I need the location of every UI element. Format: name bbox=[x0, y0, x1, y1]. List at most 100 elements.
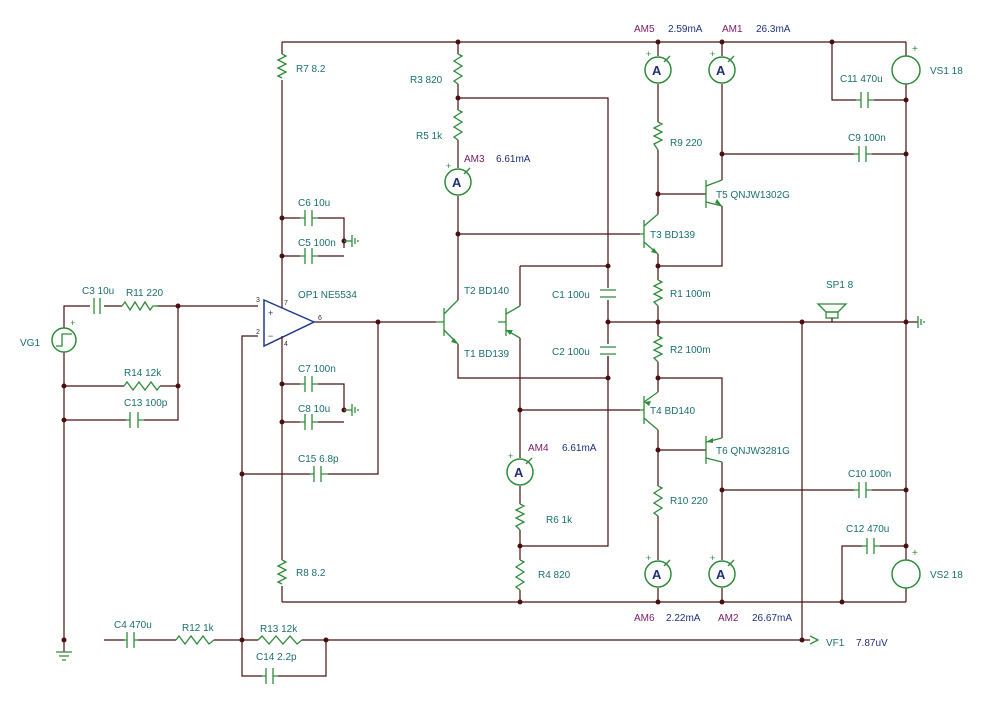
c1-capacitor[interactable] bbox=[600, 289, 616, 298]
vf1-voltage-probe[interactable] bbox=[809, 635, 820, 645]
r7-label: R7 8.2 bbox=[296, 64, 326, 75]
c2-label: C2 100u bbox=[552, 347, 590, 358]
am1-ammeter[interactable]: A + bbox=[708, 49, 736, 84]
r6-resistor[interactable] bbox=[514, 503, 526, 531]
c5-capacitor[interactable] bbox=[300, 248, 318, 264]
r11-label: R11 220 bbox=[126, 288, 164, 299]
svg-text:+: + bbox=[268, 308, 273, 318]
r7-resistor[interactable] bbox=[276, 53, 288, 79]
am3-value: 6.61mA bbox=[496, 154, 531, 165]
r3-resistor[interactable] bbox=[452, 53, 464, 85]
ground-icon bbox=[56, 651, 72, 661]
sp1-speaker[interactable] bbox=[816, 303, 848, 322]
svg-text:+: + bbox=[508, 451, 513, 461]
t5-transistor[interactable] bbox=[705, 179, 723, 208]
r1-label: R1 100m bbox=[670, 289, 711, 300]
t5-label: T5 QNJW1302G bbox=[716, 190, 790, 201]
r9-label: R9 220 bbox=[670, 138, 703, 149]
t1-label: T1 BD139 bbox=[464, 349, 509, 360]
r4-resistor[interactable] bbox=[514, 559, 526, 591]
op1-pin3: 3 bbox=[256, 297, 260, 304]
am4-name: AM4 bbox=[528, 443, 549, 454]
am1-value: 26.3mA bbox=[756, 24, 791, 35]
op1-label: OP1 NE5534 bbox=[298, 290, 357, 301]
svg-text:−: − bbox=[268, 331, 273, 341]
svg-text:+: + bbox=[912, 44, 918, 55]
am2-glyph: A bbox=[716, 567, 726, 582]
c1-label: C1 100u bbox=[552, 290, 590, 301]
vs1-voltage-source[interactable]: + bbox=[891, 44, 921, 85]
am3-ammeter[interactable]: A + bbox=[444, 161, 472, 196]
c12-capacitor[interactable] bbox=[862, 538, 880, 554]
capacitors bbox=[93, 92, 880, 684]
c11-label: C11 470u bbox=[840, 74, 883, 85]
transistors bbox=[436, 179, 723, 464]
ground-symbols bbox=[56, 235, 925, 661]
c14-capacitor[interactable] bbox=[262, 668, 278, 684]
r14-label: R14 12k bbox=[124, 368, 162, 379]
op1-opamp[interactable]: + − bbox=[263, 298, 316, 348]
op1-pin7: 7 bbox=[284, 300, 288, 307]
r11-resistor[interactable] bbox=[121, 300, 158, 312]
c10-label: C10 100n bbox=[848, 469, 891, 480]
am5-ammeter[interactable]: A + bbox=[644, 49, 672, 84]
t2-transistor[interactable] bbox=[498, 305, 521, 339]
r12-label: R12 1k bbox=[182, 623, 215, 634]
op1-pin2: 2 bbox=[256, 329, 260, 336]
t6-label: T6 QNJW3281G bbox=[716, 446, 790, 457]
op1-pin6: 6 bbox=[318, 315, 322, 322]
am5-glyph: A bbox=[652, 63, 662, 78]
am4-value: 6.61mA bbox=[562, 443, 597, 454]
r9-resistor[interactable] bbox=[652, 121, 664, 151]
c6-capacitor[interactable] bbox=[300, 210, 318, 226]
c7-capacitor[interactable] bbox=[300, 376, 318, 392]
c14-label: C14 2.2p bbox=[256, 652, 297, 663]
t4-transistor[interactable] bbox=[640, 391, 659, 431]
c13-capacitor[interactable] bbox=[126, 412, 144, 428]
r2-resistor[interactable] bbox=[652, 335, 664, 363]
r1-resistor[interactable] bbox=[652, 279, 664, 307]
c11-capacitor[interactable] bbox=[856, 92, 874, 108]
svg-text:+: + bbox=[710, 49, 715, 59]
c2-capacitor[interactable] bbox=[600, 346, 616, 355]
wires bbox=[63, 41, 918, 677]
vs2-voltage-source[interactable]: + bbox=[891, 548, 921, 589]
vs1-label: VS1 18 bbox=[930, 66, 963, 77]
vg1-label: VG1 bbox=[20, 338, 40, 349]
c15-capacitor[interactable] bbox=[310, 466, 328, 482]
r5-resistor[interactable] bbox=[452, 109, 464, 141]
c9-capacitor[interactable] bbox=[854, 146, 872, 162]
c4-capacitor[interactable] bbox=[124, 632, 138, 648]
am6-glyph: A bbox=[652, 567, 662, 582]
c10-capacitor[interactable] bbox=[854, 482, 872, 498]
am5-name: AM5 bbox=[634, 24, 655, 35]
t6-transistor[interactable] bbox=[705, 436, 723, 464]
r2-label: R2 100m bbox=[670, 345, 711, 356]
am4-ammeter[interactable]: A + bbox=[506, 451, 534, 486]
c7-label: C7 100n bbox=[298, 364, 336, 375]
am2-ammeter[interactable]: A + bbox=[708, 553, 736, 588]
junctions bbox=[61, 39, 909, 643]
t1-transistor[interactable] bbox=[436, 299, 459, 345]
t3-transistor[interactable] bbox=[640, 213, 659, 255]
c3-capacitor[interactable] bbox=[93, 298, 101, 314]
r13-resistor[interactable] bbox=[257, 635, 303, 645]
c8-capacitor[interactable] bbox=[300, 414, 318, 430]
op1-pin4: 4 bbox=[284, 341, 288, 348]
r12-resistor[interactable] bbox=[175, 634, 215, 646]
r8-label: R8 8.2 bbox=[296, 568, 326, 579]
vg1-signal-generator[interactable]: + bbox=[51, 318, 77, 353]
r10-resistor[interactable] bbox=[652, 485, 664, 517]
am6-name: AM6 bbox=[634, 613, 655, 624]
r13-label: R13 12k bbox=[260, 624, 298, 635]
am6-ammeter[interactable]: A + bbox=[644, 553, 672, 588]
am2-name: AM2 bbox=[718, 613, 739, 624]
t2-label: T2 BD140 bbox=[464, 286, 509, 297]
r8-resistor[interactable] bbox=[276, 559, 288, 585]
t3-label: T3 BD139 bbox=[650, 230, 695, 241]
r14-resistor[interactable] bbox=[123, 380, 161, 392]
c15-label: C15 6.8p bbox=[298, 454, 339, 465]
vf1-label: VF1 bbox=[826, 638, 845, 649]
t4-label: T4 BD140 bbox=[650, 406, 695, 417]
